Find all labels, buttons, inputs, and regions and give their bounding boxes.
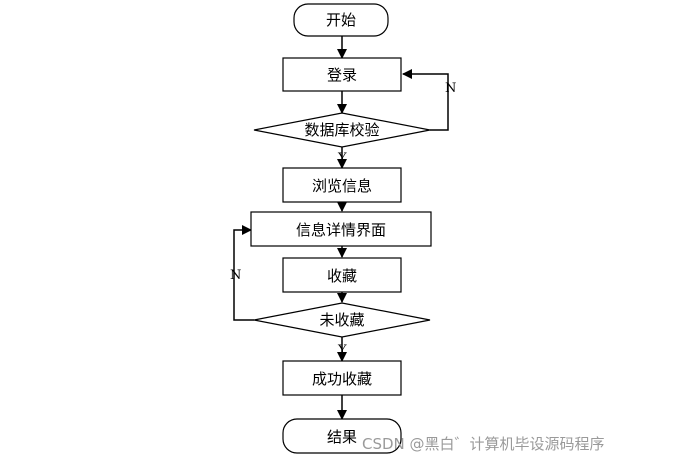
node-favorite: 收藏 — [282, 257, 402, 293]
node-start: 开始 — [293, 3, 389, 37]
node-fav-success-label: 成功收藏 — [312, 370, 372, 388]
node-end-label: 结果 — [327, 428, 357, 446]
node-end: 结果 — [282, 418, 402, 454]
edge-dbcheck-no-loop — [402, 69, 449, 131]
edge-label-not-favorited-yes: Y — [337, 343, 347, 358]
node-start-label: 开始 — [326, 11, 356, 29]
edge-label-not-favorited-no: N — [230, 268, 241, 283]
node-browse: 浏览信息 — [282, 167, 402, 203]
node-not-favorited-label: 未收藏 — [319, 311, 364, 329]
node-browse-label: 浏览信息 — [312, 177, 372, 195]
edge-label-db-check-yes: Y — [337, 151, 347, 166]
node-db-check-label: 数据库校验 — [304, 121, 379, 139]
node-login: 登录 — [282, 57, 402, 92]
watermark: CSDN @黑白゛计算机毕设源码程序 — [362, 435, 605, 453]
edge-label-db-check-no: N — [445, 81, 456, 96]
node-favorite-label: 收藏 — [327, 267, 357, 285]
node-detail-label: 信息详情界面 — [296, 221, 386, 239]
node-detail: 信息详情界面 — [250, 211, 432, 247]
node-fav-success: 成功收藏 — [282, 360, 402, 396]
node-not-favorited: 未收藏 — [253, 302, 431, 338]
connectors — [233, 36, 449, 420]
edge-notfav-no-loop — [233, 225, 254, 321]
node-login-label: 登录 — [327, 66, 357, 84]
node-db-check: 数据库校验 — [253, 112, 431, 148]
